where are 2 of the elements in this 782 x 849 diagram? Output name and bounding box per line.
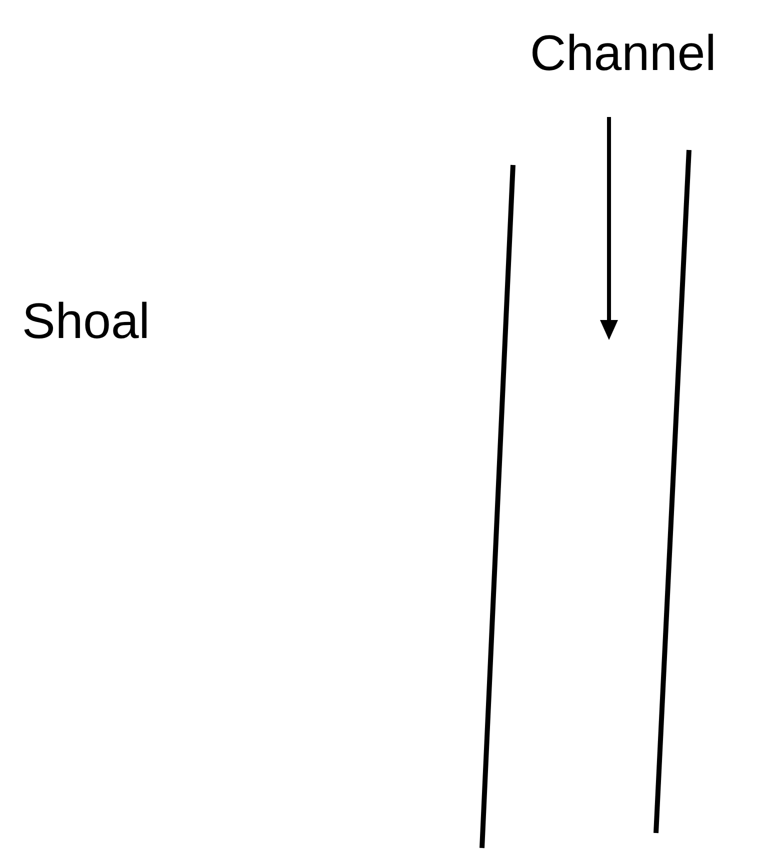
area-label: Channel xyxy=(530,28,716,78)
area-label: Shoal xyxy=(22,296,150,346)
